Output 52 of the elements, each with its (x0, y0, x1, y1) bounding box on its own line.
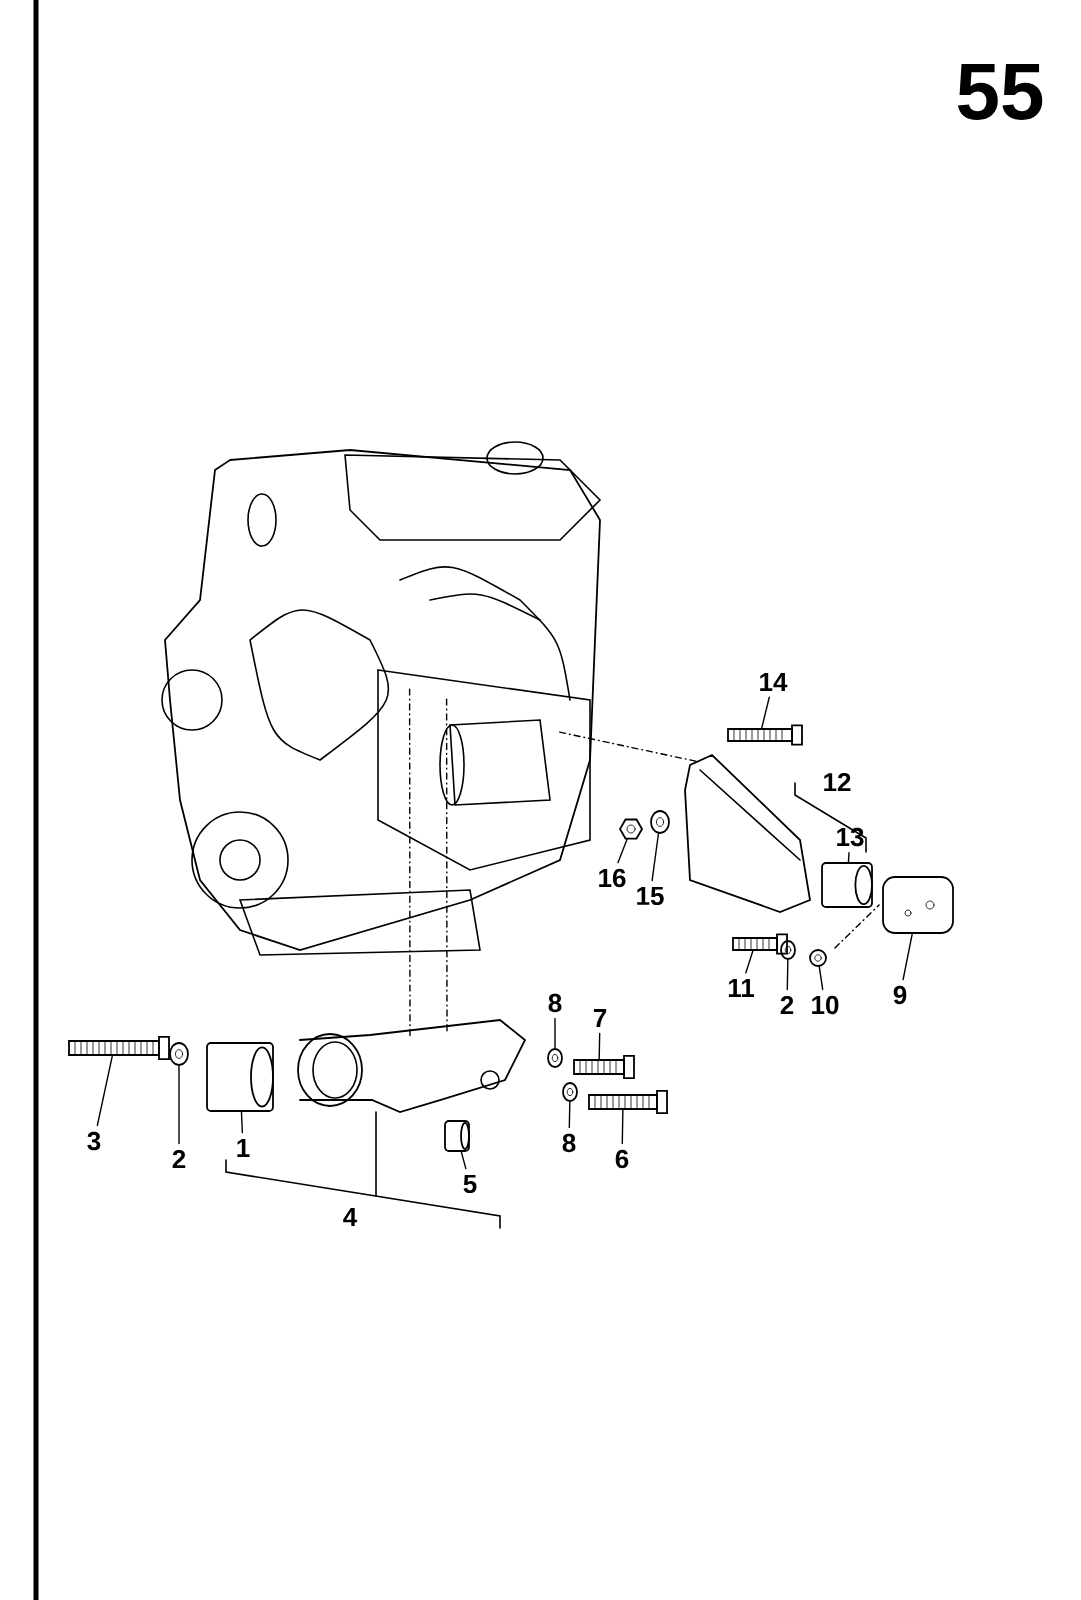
callout-number: 12 (824, 772, 851, 792)
washer-drawing (562, 1082, 578, 1102)
callout-number: 15 (637, 886, 664, 906)
bolt-drawing (588, 1089, 668, 1115)
leader-line (568, 1101, 571, 1129)
leader-line (621, 1109, 624, 1145)
callout-number: 8 (548, 993, 562, 1013)
callout-number: 9 (893, 985, 907, 1005)
mount-drawing (882, 876, 954, 934)
bolt-drawing (68, 1035, 170, 1061)
callout-number: 8 (562, 1133, 576, 1153)
bushing-drawing (444, 1120, 470, 1152)
callout-number: 7 (593, 1009, 607, 1027)
callout-number: 13 (837, 827, 864, 847)
leader-line (786, 959, 789, 991)
leader-line (745, 950, 754, 974)
leader-line (598, 1032, 601, 1060)
leader-line (761, 696, 770, 729)
bracket-plate-drawing (684, 753, 811, 913)
bolt-drawing (727, 724, 803, 746)
callout-number: 16 (599, 868, 626, 888)
bushing-drawing (206, 1042, 274, 1112)
bushing-drawing (821, 862, 873, 908)
callout-number: 2 (780, 995, 794, 1015)
washer-drawing (169, 1042, 189, 1066)
callout-number: 2 (172, 1149, 186, 1169)
callout-number: 6 (615, 1149, 629, 1169)
callout-number: 14 (760, 673, 788, 691)
callout-number: 4 (343, 1208, 358, 1226)
page-number: 55 (957, 64, 1043, 120)
leader-line (847, 851, 850, 863)
leader-line (96, 1055, 113, 1127)
callout-number: 5 (463, 1174, 477, 1194)
washer-drawing (650, 810, 670, 834)
leader-line (617, 838, 628, 864)
arm-bracket-drawing (297, 1019, 527, 1113)
callout-number: 11 (728, 979, 755, 997)
washer-drawing (780, 940, 796, 960)
leader-line (178, 1065, 180, 1145)
callout-number: 3 (87, 1131, 101, 1151)
callout-number: 10 (812, 995, 839, 1015)
washer-drawing (547, 1048, 563, 1068)
leader-line (902, 933, 913, 981)
washer-drawing (809, 949, 827, 967)
leader-line (818, 966, 824, 991)
leader-line (460, 1151, 467, 1170)
callout-number: 1 (237, 1139, 250, 1157)
leader-line (240, 1111, 244, 1134)
leader-line (651, 833, 660, 882)
bolt-drawing (573, 1054, 635, 1080)
leader-line (554, 1017, 556, 1049)
bolt-drawing (732, 933, 788, 955)
